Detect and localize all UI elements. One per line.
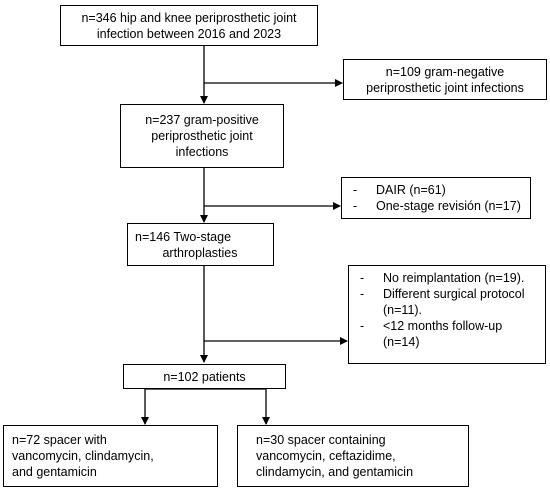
box-group-b: n=30 spacer containing vancomycin, cefta… [237,425,469,487]
box-group-a-line-3: and gentamicin [12,465,97,479]
box-total-line-2: infection between 2016 and 2023 [96,26,282,41]
box-group-b-line-3: clindamycin, and gentamicin [256,465,414,479]
box-patients-line-1: n=102 patients [163,369,246,384]
box-group-a-line-1: n=72 spacer with [12,433,107,447]
box-group-a-line-2: vancomycin, clindamycin, [12,449,154,463]
excluded-1-item: -One-stage revisión (n=17) [353,199,521,213]
box-two-stage-line-1: n=146 Two-stage [135,230,232,244]
excluded-2-item: -<12 months follow-up(n=14) [360,319,503,349]
box-gram-positive-line-2: periprosthetic joint [151,129,253,143]
box-gram-negative: n=109 gram-negative periprosthetic joint… [343,59,547,100]
box-gram-positive: n=237 gram-positive periprosthetic joint… [120,104,284,168]
box-total-line-1: n=346 hip and knee periprosthetic joint [81,10,297,25]
box-two-stage: n=146 Two-stage arthroplasties [127,223,274,266]
excluded-1-item: -DAIR (n=61) [353,183,446,197]
excluded-1-list: -DAIR (n=61) -One-stage revisión (n=17) [350,182,522,214]
box-patients: n=102 patients [123,364,286,389]
excluded-2-item: -No reimplantation (n=19). [360,271,525,285]
box-gram-positive-line-3: infections [175,145,229,159]
box-excluded-2: -No reimplantation (n=19). -Different su… [348,265,546,364]
excluded-2-item: -Different surgical protocol(n=11). [360,287,525,317]
box-gram-negative-line-1: n=109 gram-negative [385,64,505,79]
box-excluded-1: -DAIR (n=61) -One-stage revisión (n=17) [341,177,531,219]
excluded-2-list: -No reimplantation (n=19). -Different su… [357,270,537,350]
box-total: n=346 hip and knee periprosthetic joint … [60,5,318,46]
box-gram-positive-line-1: n=237 gram-positive [145,113,259,127]
box-gram-negative-line-2: periprosthetic joint infections [366,80,524,95]
box-two-stage-line-2: arthroplasties [162,246,238,260]
box-group-b-line-2: vancomycin, ceftazidime, [256,449,396,463]
box-group-b-line-1: n=30 spacer containing [256,433,386,447]
box-group-a: n=72 spacer with vancomycin, clindamycin… [3,425,218,487]
